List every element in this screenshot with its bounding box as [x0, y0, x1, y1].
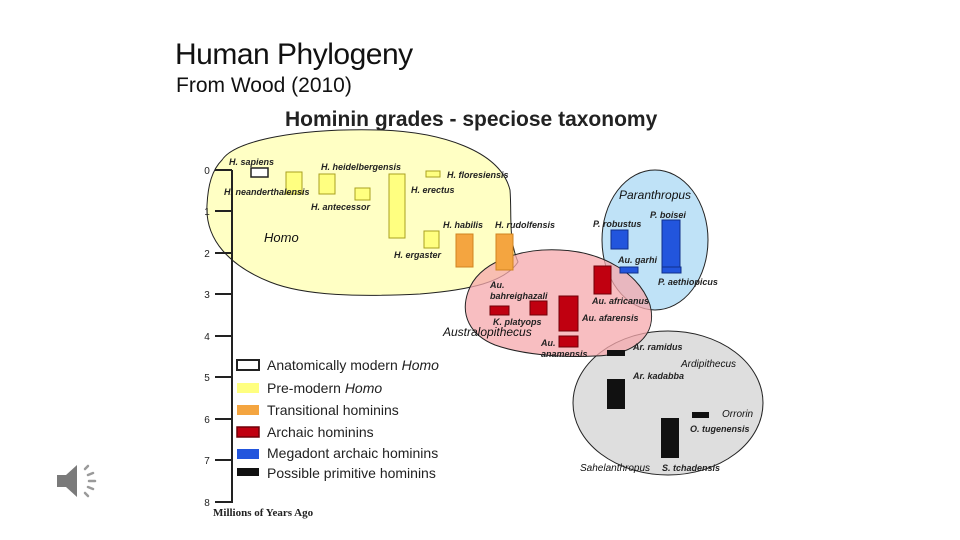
legend-swatch-primitive: [237, 468, 259, 476]
bar-p-aethiopicus: [661, 266, 682, 274]
bar-o-tugenensis: [692, 412, 709, 418]
species-label-au-anamensis: Au.: [540, 338, 556, 348]
species-label-h-rudolfensis: H. rudolfensis: [495, 220, 555, 230]
group-label-orrorin: Orrorin: [722, 409, 754, 420]
species-label-ar-kadabba: Ar. kadabba: [632, 371, 684, 381]
legend-swatch-transitional: [237, 405, 259, 415]
species-label-ar-ramidus: Ar. ramidus: [632, 342, 683, 352]
bar-au-africanus: [593, 265, 612, 295]
legend-label-modern-homo: Anatomically modern Homo: [267, 357, 439, 373]
bar-h-sapiens: [250, 167, 269, 178]
group-label-homo: Homo: [264, 230, 299, 245]
axis-tick-label: 3: [204, 290, 210, 301]
species-label-o-tugenensis: O. tugenensis: [690, 424, 750, 434]
legend-swatch-premodern-homo: [237, 383, 259, 393]
bar-h-ergaster: [423, 230, 440, 249]
species-label-h-erectus: H. erectus: [411, 185, 455, 195]
legend-swatch-archaic: [236, 426, 260, 438]
axis-tick-label: 4: [204, 332, 210, 343]
species-label-p-boisei: P. boisei: [650, 210, 686, 220]
species-label-au-bahreighazali: Au.: [489, 280, 505, 290]
legend-label-primitive: Possible primitive hominins: [267, 465, 436, 481]
legend: Anatomically modern Homo Pre-modern Homo…: [236, 357, 439, 481]
bar-h-habilis: [455, 233, 474, 268]
axis-tick-label: 5: [204, 373, 210, 384]
species-bars: [250, 167, 709, 458]
legend-swatch-megadont: [237, 449, 259, 459]
species-label-h-neanderthalensis: H. neanderthalensis: [224, 187, 310, 197]
axis-tick-label: 7: [204, 456, 210, 467]
bar-ar-kadabba: [607, 379, 625, 409]
bar-h-floresiensis: [425, 170, 441, 178]
axis-label: Millions of Years Ago: [213, 507, 314, 519]
species-label-au-garhi: Au. garhi: [617, 255, 658, 265]
species-label-h-floresiensis: H. floresiensis: [447, 170, 509, 180]
species-label-h-ergaster: H. ergaster: [394, 250, 442, 260]
group-label-paranthropus: Paranthropus: [619, 188, 691, 202]
axis-tick-label: 2: [204, 249, 210, 260]
page-title: Human Phylogeny: [175, 38, 413, 71]
species-label-h-habilis: H. habilis: [443, 220, 483, 230]
species-label-au-afarensis: Au. afarensis: [581, 313, 639, 323]
species-label-au-africanus: Au. africanus: [591, 296, 649, 306]
legend-label-premodern-homo: Pre-modern Homo: [267, 380, 382, 396]
bar-ar-ramidus: [607, 350, 625, 356]
page-subtitle: From Wood (2010): [176, 74, 352, 97]
figure-title: Hominin grades - speciose taxonomy: [285, 108, 658, 131]
species-label-h-heidelbergensis: H. heidelbergensis: [321, 162, 401, 172]
species-label-au-anamensis: anamensis: [541, 349, 588, 359]
species-label-k-platyops: K. platyops: [493, 317, 542, 327]
group-label-australopithecus: Australopithecus: [442, 325, 532, 339]
bar-s-tchadensis: [661, 418, 679, 458]
bar-p-boisei: [661, 219, 681, 269]
bar-h-antecessor: [354, 187, 371, 201]
axis-tick-label: 1: [204, 207, 210, 218]
legend-label-megadont: Megadont archaic hominins: [267, 445, 438, 461]
species-label-h-sapiens: H. sapiens: [229, 157, 274, 167]
bar-k-platyops: [489, 305, 510, 316]
bar-h-heidelbergensis: [318, 173, 336, 195]
axis-tick-label: 6: [204, 415, 210, 426]
legend-swatch-modern-homo: [236, 359, 260, 371]
group-label-ardipithecus: Ardipithecus: [680, 359, 736, 370]
bar-h-neanderthalensis: [285, 171, 303, 195]
bar-h-rudolfensis: [495, 233, 514, 271]
time-axis-ticks: [215, 169, 232, 503]
axis-tick-label: 0: [204, 166, 210, 177]
bar-au-afarensis: [558, 295, 579, 332]
bar-au-anamensis: [558, 335, 579, 348]
legend-label-archaic: Archaic hominins: [267, 424, 374, 440]
species-label-s-tchadensis: S. tchadensis: [662, 463, 720, 473]
ardipithecus-group-blob: [572, 330, 764, 476]
speaker-icon[interactable]: [55, 460, 105, 502]
species-label-au-bahreighazali: bahreighazali: [490, 291, 548, 301]
bar-au-bahreighazali: [529, 300, 548, 316]
bar-h-erectus: [388, 173, 406, 239]
species-label-p-aethiopicus: P. aethiopicus: [658, 277, 718, 287]
axis-tick-label: 8: [204, 498, 210, 509]
legend-label-transitional: Transitional hominins: [267, 402, 399, 418]
species-label-p-robustus: P. robustus: [593, 219, 641, 229]
bar-au-garhi: [619, 266, 639, 274]
bar-p-robustus: [610, 229, 629, 250]
group-label-sahelanthropus: Sahelanthropus: [580, 463, 650, 474]
homo-group-blob: [206, 129, 519, 296]
species-label-h-antecessor: H. antecessor: [311, 202, 371, 212]
